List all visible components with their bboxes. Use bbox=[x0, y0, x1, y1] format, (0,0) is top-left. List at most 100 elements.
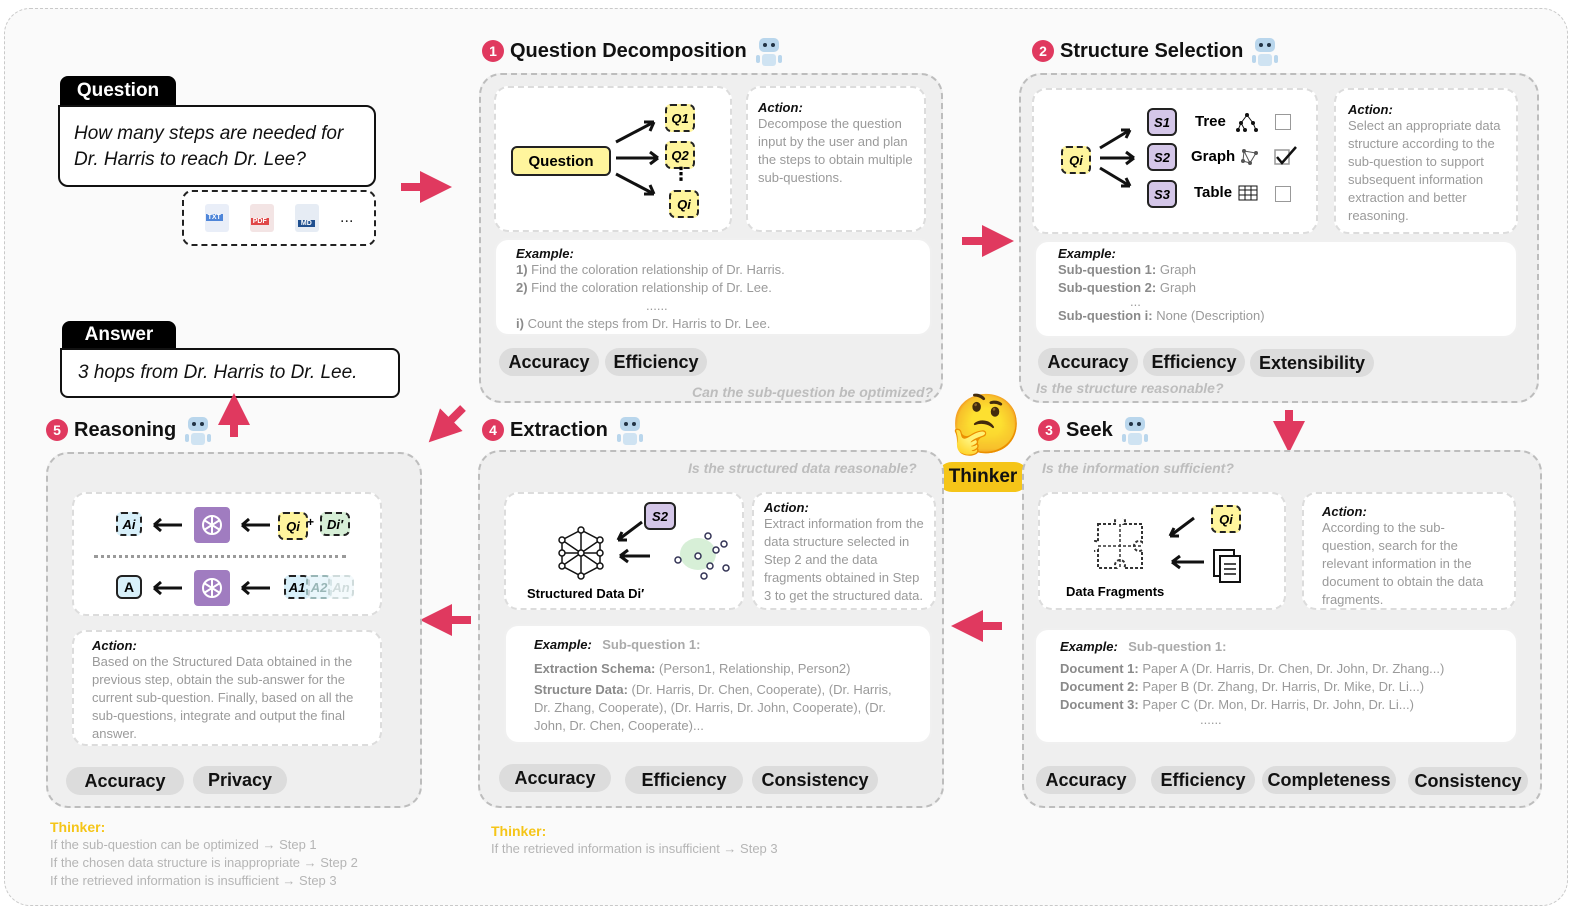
step5-metric-accuracy: Accuracy bbox=[66, 767, 184, 795]
data-points-icon bbox=[674, 532, 730, 580]
extraction-data-line: Structure Data: (Dr. Harris, Dr. Chen, C… bbox=[534, 682, 892, 733]
thinker-notes-left: Thinker: If the sub-question can be opti… bbox=[50, 818, 358, 890]
step3-action-card: Action: According to the sub-question, s… bbox=[1302, 492, 1516, 610]
step4-action-label: Action: bbox=[764, 500, 809, 515]
arrow-step1-to-step5 bbox=[428, 405, 466, 443]
step3-example-line: Document 3: Paper C (Dr. Mon, Dr. Harris… bbox=[1060, 697, 1414, 712]
step2-metric-accuracy: Accuracy bbox=[1038, 348, 1138, 376]
question-text: How many steps are needed for Dr. Harris… bbox=[74, 123, 344, 170]
sub-answer-node: Ai bbox=[116, 512, 142, 536]
structure-q-node: Qi bbox=[1061, 146, 1091, 174]
reasoning-divider bbox=[94, 555, 346, 558]
step3-example-line: Document 1: Paper A (Dr. Harris, Dr. Che… bbox=[1060, 661, 1445, 676]
structure-s1-node: S1 bbox=[1147, 108, 1177, 136]
question-node: Question bbox=[511, 146, 611, 176]
puzzle-icon bbox=[1094, 518, 1143, 569]
step5-action-label: Action: bbox=[92, 638, 137, 653]
txt-file-icon: TXT bbox=[204, 204, 229, 232]
step1-example-line: 2) Find the coloration relationship of D… bbox=[516, 280, 772, 295]
extraction-s2-node: S2 bbox=[644, 502, 676, 530]
step5-action-card: Action: Based on the Structured Data obt… bbox=[72, 630, 382, 746]
reasoning-d-node: Di′ bbox=[320, 512, 350, 536]
step2-example-label: Example: bbox=[1058, 246, 1116, 261]
step4-check: Is the structured data reasonable? bbox=[688, 460, 917, 476]
step5-title: 5 Reasoning bbox=[46, 413, 214, 447]
sub-question-i-node: Qi bbox=[669, 190, 699, 218]
pdf-file-icon: PDF bbox=[249, 204, 274, 232]
tree-checkbox[interactable] bbox=[1275, 114, 1291, 130]
step2-title: 2 Structure Selection bbox=[1032, 34, 1281, 68]
reasoning-arrow-2 bbox=[241, 517, 270, 533]
extraction-arrows bbox=[616, 520, 650, 564]
option-tree-label: Tree bbox=[1195, 113, 1226, 130]
step2-example-line: Sub-question i: None (Description) bbox=[1058, 308, 1265, 323]
answer-header: Answer bbox=[62, 321, 176, 349]
tree-icon bbox=[1236, 113, 1258, 132]
step1-example-card: Example: 1) Find the coloration relation… bbox=[494, 238, 932, 336]
thinker-label: Thinker bbox=[937, 462, 1029, 492]
graph-checkbox-checked[interactable] bbox=[1274, 145, 1298, 167]
question-header: Question bbox=[60, 76, 176, 106]
data-fragments-label: Data Fragments bbox=[1066, 584, 1165, 599]
option-graph-label: Graph bbox=[1191, 148, 1236, 165]
step2-check: Is the structure reasonable? bbox=[1036, 380, 1224, 396]
question-box: How many steps are needed for Dr. Harris… bbox=[58, 105, 376, 187]
step2-number: 2 bbox=[1032, 40, 1054, 62]
reasoning-arrow-4 bbox=[241, 580, 270, 596]
llm-icon bbox=[194, 507, 230, 543]
thinker-note-line: If the retrieved information is insuffic… bbox=[50, 873, 337, 888]
step1-metric-accuracy: Accuracy bbox=[499, 348, 599, 376]
step1-number: 1 bbox=[482, 40, 504, 62]
step3-metric-consistency: Consistency bbox=[1408, 767, 1528, 795]
thinker-notes-mid: Thinker: If the retrieved information is… bbox=[491, 822, 778, 858]
thinker-note-line: If the chosen data structure is inapprop… bbox=[50, 855, 358, 870]
step5-title-text: Reasoning bbox=[74, 418, 177, 441]
step1-example-line: i) Count the steps from Dr. Harris to Dr… bbox=[516, 316, 771, 331]
structure-s3-node: S3 bbox=[1147, 180, 1177, 208]
step1-example-label: Example: bbox=[516, 246, 574, 261]
step2-metric-extensibility: Extensibility bbox=[1250, 349, 1374, 377]
step1-check: Can the sub-question be optimized? bbox=[692, 384, 934, 400]
extraction-schema-line: Extraction Schema: (Person1, Relationshi… bbox=[534, 661, 851, 676]
step2-example-card: Example: Sub-question 1: Graph Sub-quest… bbox=[1034, 240, 1518, 338]
thinker-notes-left-label: Thinker: bbox=[50, 819, 106, 835]
step5-action-text: Based on the Structured Data obtained in… bbox=[92, 654, 354, 741]
robot-icon bbox=[1252, 38, 1279, 66]
step4-title: 4 Extraction bbox=[482, 413, 646, 447]
step3-action-text: According to the sub-question, search fo… bbox=[1322, 520, 1484, 607]
step3-diagram-card bbox=[1038, 492, 1286, 610]
sub-question-2-node: Q2 bbox=[665, 141, 695, 169]
step3-action-label: Action: bbox=[1322, 504, 1367, 519]
step2-metric-efficiency: Efficiency bbox=[1143, 348, 1245, 376]
structured-graph-icon bbox=[558, 526, 604, 580]
decomposition-arrows bbox=[615, 120, 659, 196]
sub-question-1-node: Q1 bbox=[665, 104, 695, 132]
llm-icon bbox=[194, 570, 230, 606]
step1-metric-efficiency: Efficiency bbox=[605, 348, 707, 376]
thinker-notes-mid-label: Thinker: bbox=[491, 823, 547, 839]
structure-s2-node: S2 bbox=[1147, 143, 1177, 171]
step1-action-label: Action: bbox=[758, 100, 803, 115]
step2-action-card: Action: Select an appropriate data struc… bbox=[1334, 88, 1518, 234]
reasoning-arrow-3 bbox=[153, 580, 182, 596]
step3-check: Is the information sufficient? bbox=[1042, 460, 1234, 476]
step4-action-text: Extract information from the data struct… bbox=[764, 516, 924, 603]
step3-number: 3 bbox=[1038, 419, 1060, 441]
thinker-note-line: If the retrieved information is insuffic… bbox=[491, 841, 778, 856]
robot-icon bbox=[185, 417, 212, 445]
step3-example-card: Example: Sub-question 1: Document 1: Pap… bbox=[1034, 628, 1518, 744]
graph-icon bbox=[1241, 149, 1258, 165]
sub-question-dots: ⋮ bbox=[672, 164, 690, 184]
step1-title-text: Question Decomposition bbox=[510, 39, 747, 62]
table-checkbox[interactable] bbox=[1275, 186, 1291, 202]
reasoning-q-node: Qi bbox=[278, 512, 308, 540]
structured-data-label: Structured Data Di′ bbox=[527, 586, 645, 601]
md-file-icon: MD bbox=[294, 204, 319, 232]
step2-action-text: Select an appropriate data structure acc… bbox=[1348, 118, 1501, 223]
seek-q-node: Qi bbox=[1211, 505, 1241, 533]
answer-box: 3 hops from Dr. Harris to Dr. Lee. bbox=[60, 348, 400, 398]
sub-answer-n-node: An bbox=[328, 575, 354, 599]
step1-title: 1 Question Decomposition bbox=[482, 34, 785, 68]
step1-action-text: Decompose the question input by the user… bbox=[758, 116, 913, 185]
